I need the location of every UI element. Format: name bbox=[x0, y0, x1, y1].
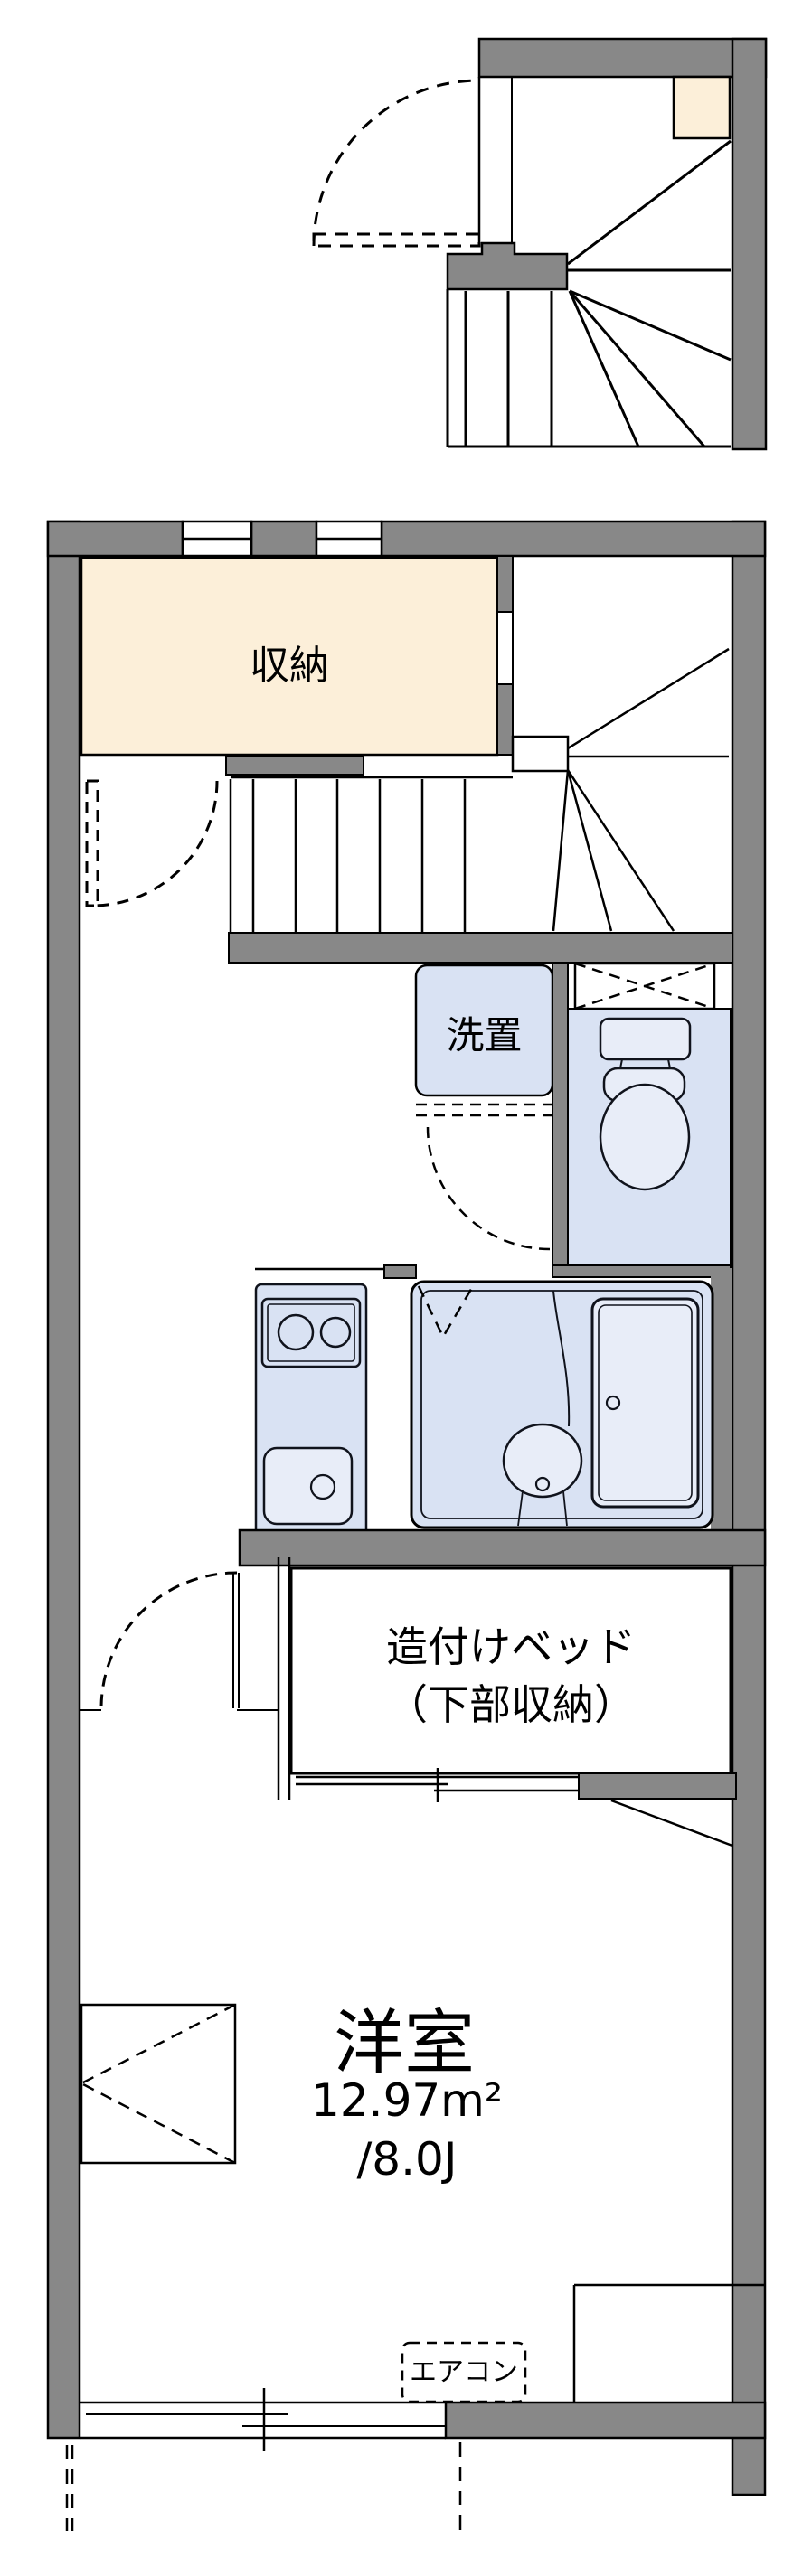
toilet bbox=[599, 1017, 692, 1191]
western-room-label: 洋室 bbox=[333, 2003, 475, 2084]
sink bbox=[262, 1446, 354, 1526]
entrance-door-swing bbox=[312, 79, 481, 248]
entrance-door-leaf bbox=[312, 232, 481, 248]
window-top-1 bbox=[181, 520, 253, 558]
western-room-features bbox=[80, 2003, 765, 2403]
partition-upper bbox=[496, 555, 514, 613]
bay-window-dash1 bbox=[80, 2003, 236, 2085]
wall-2f-landing bbox=[446, 241, 569, 291]
toilet-tank bbox=[599, 1017, 692, 1061]
kitchen bbox=[254, 1264, 417, 1537]
bay-window-dash2 bbox=[80, 2082, 236, 2165]
partition-door-panel bbox=[496, 611, 514, 685]
wall-left bbox=[46, 520, 81, 2440]
washer-space bbox=[414, 964, 554, 1251]
washbasin bbox=[502, 1423, 583, 1527]
wall-below-bed bbox=[578, 1772, 737, 1800]
wall-top-seg3 bbox=[380, 520, 767, 558]
burner-right bbox=[319, 1316, 352, 1349]
stove bbox=[260, 1297, 362, 1368]
vent-window-x2 bbox=[574, 962, 715, 1011]
stair-hall-2f bbox=[312, 37, 768, 451]
bottom-sliding-window bbox=[80, 2388, 446, 2451]
hall-door-leaf bbox=[85, 779, 99, 907]
bathroom bbox=[410, 1268, 732, 1532]
cabinet-2f bbox=[672, 75, 732, 140]
wall-bottom bbox=[444, 2401, 767, 2440]
wall-mid-horizontal bbox=[238, 1528, 767, 1567]
built-in-bed-sublabel: （下部収納） bbox=[386, 1680, 636, 1729]
washer-space-label: 洗置 bbox=[446, 1013, 523, 1058]
bathtub bbox=[590, 1297, 700, 1509]
partition-lower bbox=[496, 683, 514, 756]
storage-room bbox=[80, 555, 514, 776]
burner-left bbox=[277, 1313, 315, 1351]
staircase-1f bbox=[229, 556, 730, 933]
room-door-arc bbox=[99, 1571, 238, 1709]
bay-window-box bbox=[80, 2003, 237, 2165]
washbasin-drain bbox=[534, 1476, 551, 1492]
staircase-2f bbox=[446, 139, 732, 448]
western-room-area-tatami: /8.0J bbox=[356, 2133, 458, 2186]
room-door-swing bbox=[80, 1571, 279, 1711]
window-top-2 bbox=[315, 520, 383, 558]
wall-right-of-bath bbox=[711, 1268, 732, 1532]
stair-post bbox=[511, 735, 570, 773]
hall-door-swing bbox=[85, 779, 219, 907]
closet-diagonal bbox=[610, 1799, 733, 1847]
toilet-bowl bbox=[599, 1083, 691, 1191]
wall-top-seg1 bbox=[46, 520, 184, 558]
wall-right bbox=[731, 520, 767, 2496]
washroom-door bbox=[416, 1103, 552, 1251]
washroom-door-arc bbox=[426, 1126, 551, 1251]
toilet-partition bbox=[552, 962, 569, 1268]
wall-stub-kitchen bbox=[383, 1264, 417, 1279]
built-in-bed-label: 造付けベッド bbox=[386, 1622, 636, 1671]
bed-room bbox=[277, 1557, 737, 1847]
wall-below-stairs bbox=[228, 932, 733, 964]
bathtub-drain bbox=[605, 1395, 621, 1411]
wall-top-seg2 bbox=[250, 520, 318, 558]
bath-divider bbox=[552, 1290, 571, 1427]
toilet-room bbox=[552, 962, 732, 1278]
main-outer-walls bbox=[46, 520, 767, 2496]
hall-door-arc bbox=[91, 780, 219, 907]
sink-drain bbox=[309, 1473, 336, 1500]
western-room-area-sqm: 12.97m² bbox=[311, 2074, 503, 2127]
wall-2f-right bbox=[731, 37, 768, 451]
wall-below-toilet bbox=[552, 1264, 732, 1278]
bed-sliding-door bbox=[296, 1768, 579, 1802]
storage-room-label: 収納 bbox=[250, 643, 329, 689]
bottom-wall bbox=[65, 2388, 767, 2531]
site-boundary-dashes bbox=[65, 2442, 462, 2531]
entrance-door-arc bbox=[312, 79, 480, 247]
aircon-label: エアコン bbox=[410, 2356, 518, 2388]
wall-below-storage bbox=[225, 756, 364, 776]
wall-2f-top bbox=[477, 37, 768, 79]
